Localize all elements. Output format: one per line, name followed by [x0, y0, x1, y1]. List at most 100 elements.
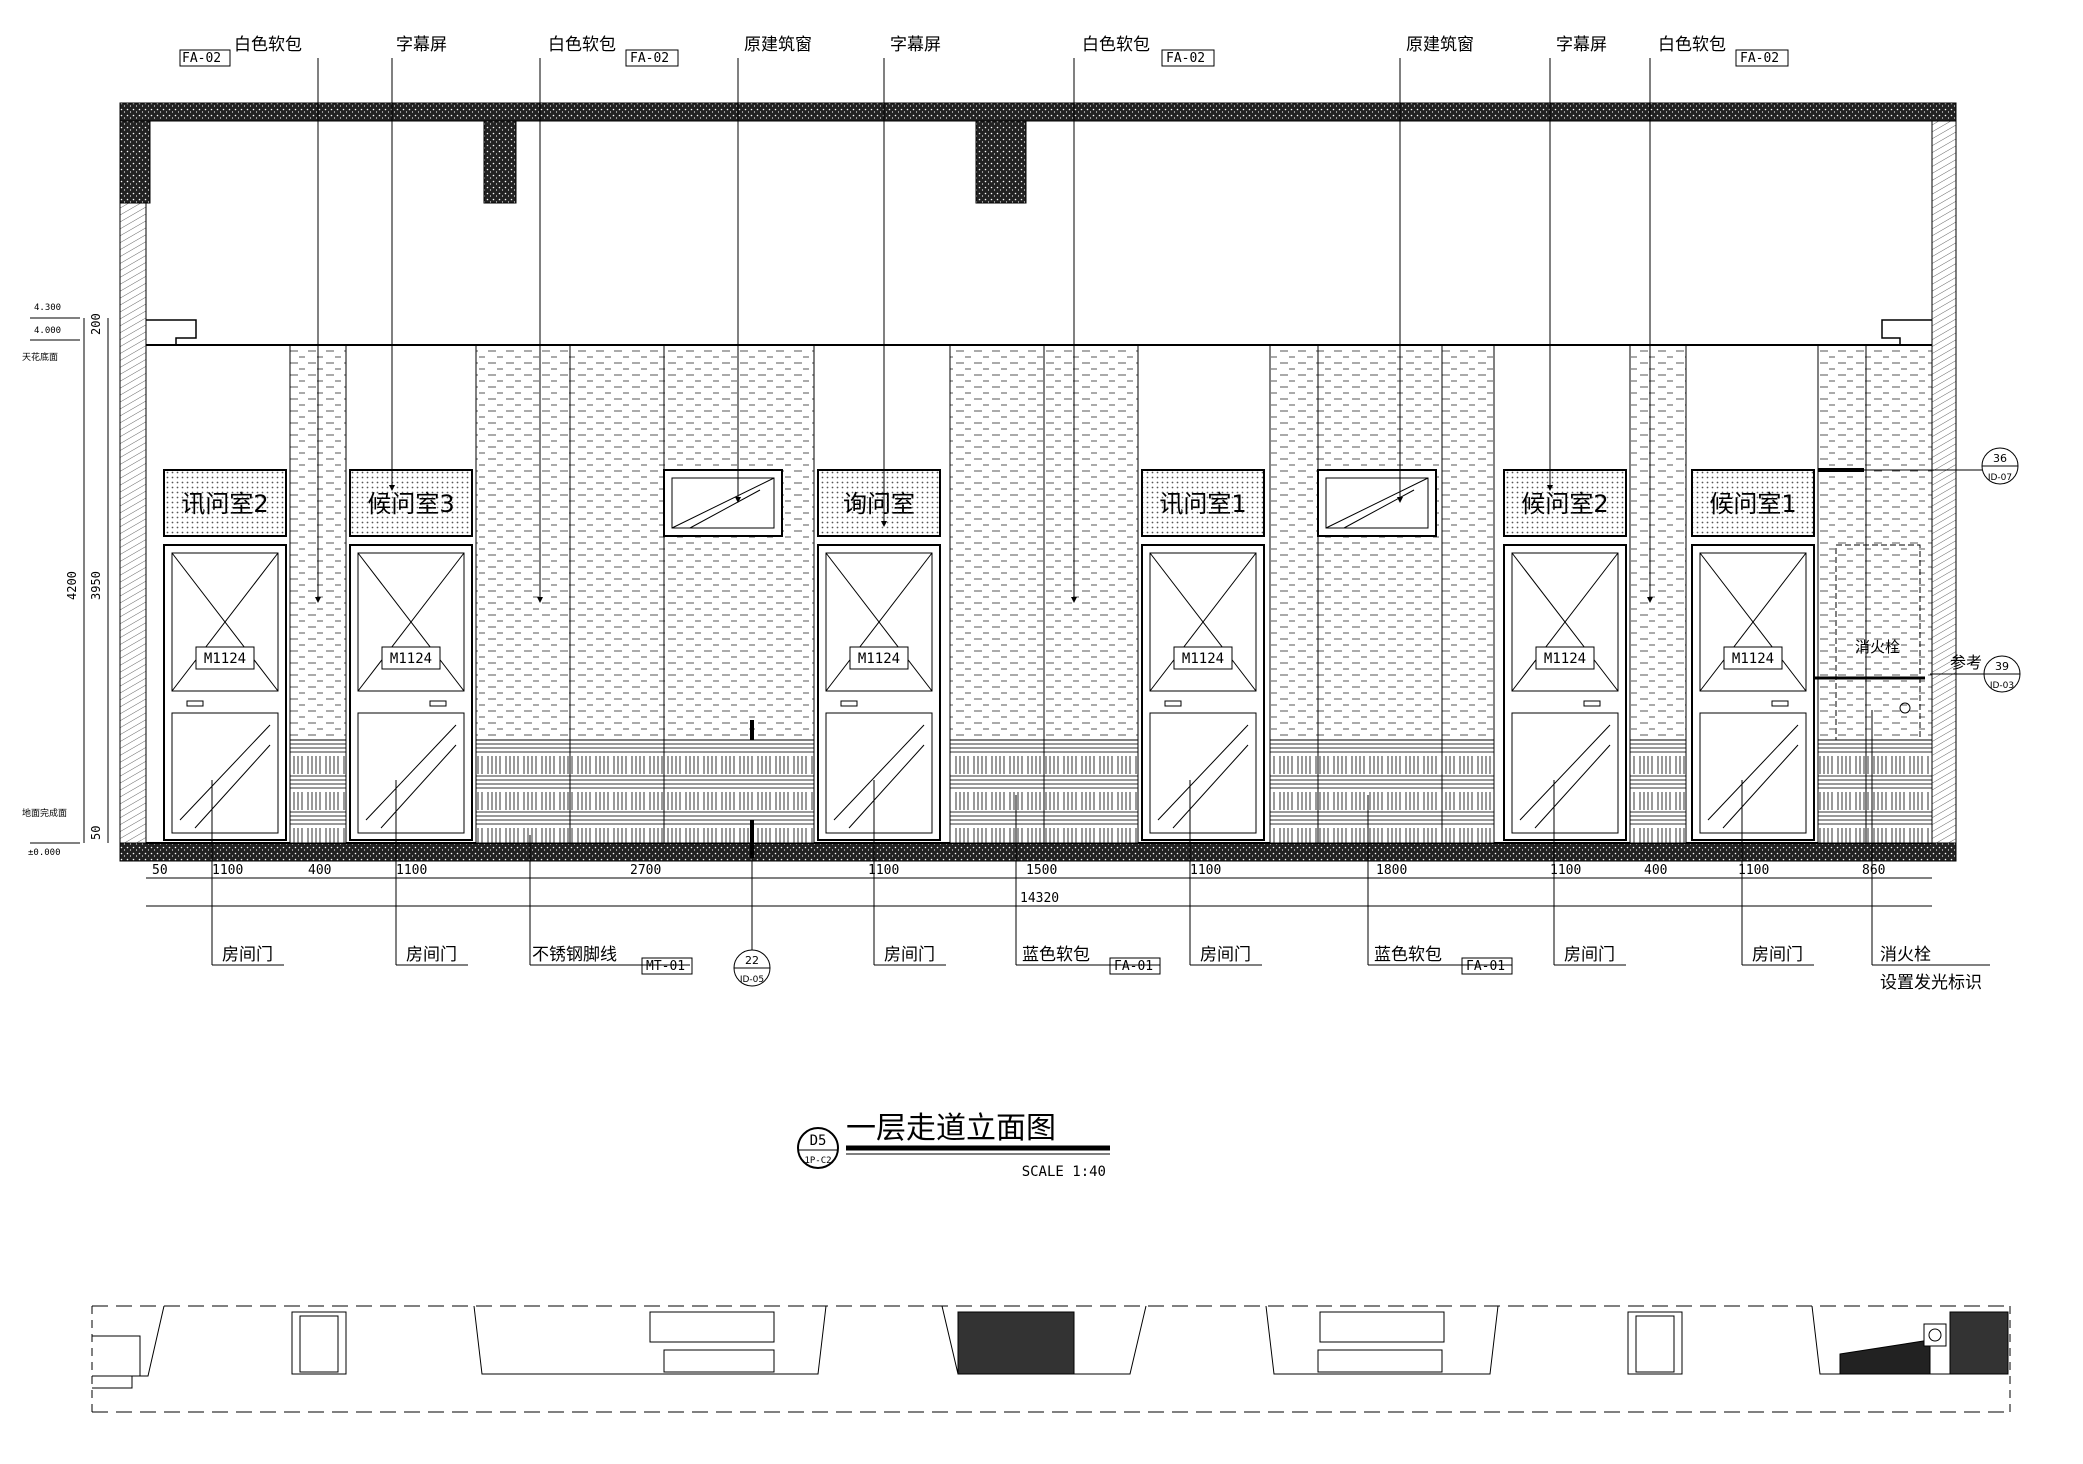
beam-2 — [975, 120, 1027, 204]
svg-text:50: 50 — [89, 826, 103, 840]
bottom-label-7: 蓝色软包 FA-01 — [1367, 795, 1513, 975]
room-sign-3 — [817, 469, 941, 537]
svg-text:FA-02: FA-02 — [182, 51, 221, 66]
svg-text:860: 860 — [1862, 863, 1885, 878]
svg-text:36: 36 — [1993, 452, 2007, 465]
top-label-4: 原建筑窗 — [735, 35, 812, 503]
svg-text:原建筑窗: 原建筑窗 — [1406, 35, 1474, 55]
doors: 讯问室2 M1124 候问室3 M1124 询问室 — [163, 469, 1925, 841]
svg-text:39: 39 — [1995, 660, 2009, 673]
room-sign-4 — [1141, 469, 1265, 537]
bottom-labels: 房间门 房间门 不锈钢脚线 MT-01 22 ID-05 房间门 — [211, 710, 1990, 993]
bottom-label-6: 房间门 — [1189, 780, 1262, 966]
door-3-tag: M1124 — [858, 651, 900, 667]
svg-text:±0.000: ±0.000 — [28, 848, 61, 858]
total-dimension: 14320 — [1020, 891, 1059, 906]
bottom-label-4: 房间门 — [873, 780, 946, 966]
ceiling-slab — [119, 102, 1957, 122]
bottom-label-9: 房间门 — [1741, 780, 1814, 966]
panel-joints — [569, 345, 1867, 843]
door-6: 候问室1 M1124 — [1691, 469, 1815, 841]
top-label-8: 字幕屏 — [1547, 35, 1607, 491]
svg-text:1500: 1500 — [1026, 863, 1057, 878]
hydrant-label: 消火栓 — [1855, 638, 1900, 656]
svg-text:不锈钢脚线: 不锈钢脚线 — [532, 945, 617, 965]
svg-text:房间门: 房间门 — [884, 945, 935, 965]
door-3: 询问室 M1124 — [817, 469, 941, 841]
svg-text:房间门: 房间门 — [406, 945, 457, 965]
title-symbol-number: D5 — [810, 1133, 827, 1149]
right-wall — [1931, 120, 1957, 844]
structure — [119, 102, 1957, 862]
top-labels: 白色软包 FA-02 字幕屏 白色软包 FA-02 原建筑窗 字幕屏 白色软包 … — [179, 35, 1789, 603]
svg-text:房间门: 房间门 — [222, 945, 273, 965]
svg-text:白色软包: 白色软包 — [1082, 35, 1150, 55]
drawing-title: D5 1P-C2 一层走道立面图 SCALE 1:40 — [797, 1111, 1110, 1180]
top-label-1: 白色软包 FA-02 — [179, 35, 321, 603]
panel-white-6 — [1817, 344, 1933, 741]
room-sign-5-text: 候问室2 — [1521, 490, 1608, 518]
drawing-title-text: 一层走道立面图 — [846, 1111, 1056, 1146]
door-4: 讯问室1 M1124 — [1141, 469, 1265, 841]
room-sign-1-text: 讯问室2 — [181, 490, 268, 518]
window-1 — [663, 469, 783, 537]
svg-text:白色软包: 白色软包 — [234, 35, 302, 55]
door-1-tag: M1124 — [204, 651, 246, 667]
panel-white-4 — [1269, 344, 1495, 741]
left-dimensions: 4.300 4.000 天花底面 地面完成面 ±0.000 200 4200 3… — [22, 303, 109, 858]
floor-slab — [119, 842, 1957, 862]
svg-text:地面完成面: 地面完成面 — [22, 807, 67, 819]
bottom-label-10: 消火栓 设置发光标识 — [1871, 710, 1990, 993]
svg-text:FA-02: FA-02 — [1740, 51, 1779, 66]
room-sign-5 — [1503, 469, 1627, 537]
right-callouts: 36 ID-07 参考 39 ID-03 — [1818, 447, 2021, 693]
top-label-9: 白色软包 FA-02 — [1647, 35, 1789, 603]
svg-text:400: 400 — [308, 863, 331, 878]
room-sign-1 — [163, 469, 287, 537]
callout-39: 参考 39 ID-03 — [1930, 653, 2021, 693]
room-sign-4-text: 讯问室1 — [1159, 490, 1246, 518]
svg-text:200: 200 — [89, 313, 103, 335]
room-sign-6-text: 候问室1 — [1709, 490, 1796, 518]
svg-text:1100: 1100 — [1738, 863, 1769, 878]
svg-text:MT-01: MT-01 — [646, 959, 685, 974]
panel-blue-2 — [475, 739, 815, 844]
svg-text:1100: 1100 — [1190, 863, 1221, 878]
top-label-2: 字幕屏 — [389, 35, 447, 491]
panel-white-5 — [1629, 344, 1687, 741]
svg-text:消火栓: 消火栓 — [1880, 945, 1931, 965]
svg-text:1100: 1100 — [212, 863, 243, 878]
svg-text:房间门: 房间门 — [1752, 945, 1803, 965]
door-6-tag: M1124 — [1732, 651, 1774, 667]
svg-text:房间门: 房间门 — [1564, 945, 1615, 965]
svg-text:ID-07: ID-07 — [1988, 473, 2012, 483]
room-sign-3-text: 询问室 — [843, 490, 915, 518]
svg-text:房间门: 房间门 — [1200, 945, 1251, 965]
svg-text:50: 50 — [152, 863, 168, 878]
bottom-label-8: 房间门 — [1553, 780, 1626, 966]
door-2-tag: M1124 — [390, 651, 432, 667]
drawing-scale: SCALE 1:40 — [1022, 1164, 1106, 1180]
left-column — [119, 120, 151, 204]
svg-text:字幕屏: 字幕屏 — [396, 35, 447, 55]
svg-text:原建筑窗: 原建筑窗 — [744, 35, 812, 55]
svg-text:FA-01: FA-01 — [1466, 959, 1505, 974]
top-label-6: 白色软包 FA-02 — [1071, 35, 1215, 603]
svg-text:蓝色软包: 蓝色软包 — [1022, 945, 1090, 965]
svg-text:1100: 1100 — [396, 863, 427, 878]
bottom-note: 设置发光标识 — [1880, 973, 1982, 993]
ref-note: 参考 — [1950, 653, 1982, 672]
room-sign-2 — [349, 469, 473, 537]
ceiling-edge-right — [1881, 319, 1932, 345]
bottom-label-2: 房间门 — [395, 780, 468, 966]
svg-text:ID-03: ID-03 — [1990, 681, 2014, 691]
svg-text:3950: 3950 — [89, 571, 103, 600]
room-sign-6 — [1691, 469, 1815, 537]
panel-white-2 — [475, 344, 815, 741]
room-sign-2-text: 候问室3 — [367, 490, 454, 518]
panel-blue-1 — [289, 739, 347, 844]
panel-blue-5 — [1629, 739, 1687, 844]
panels — [289, 344, 1933, 844]
top-label-3: 白色软包 FA-02 — [537, 35, 679, 603]
